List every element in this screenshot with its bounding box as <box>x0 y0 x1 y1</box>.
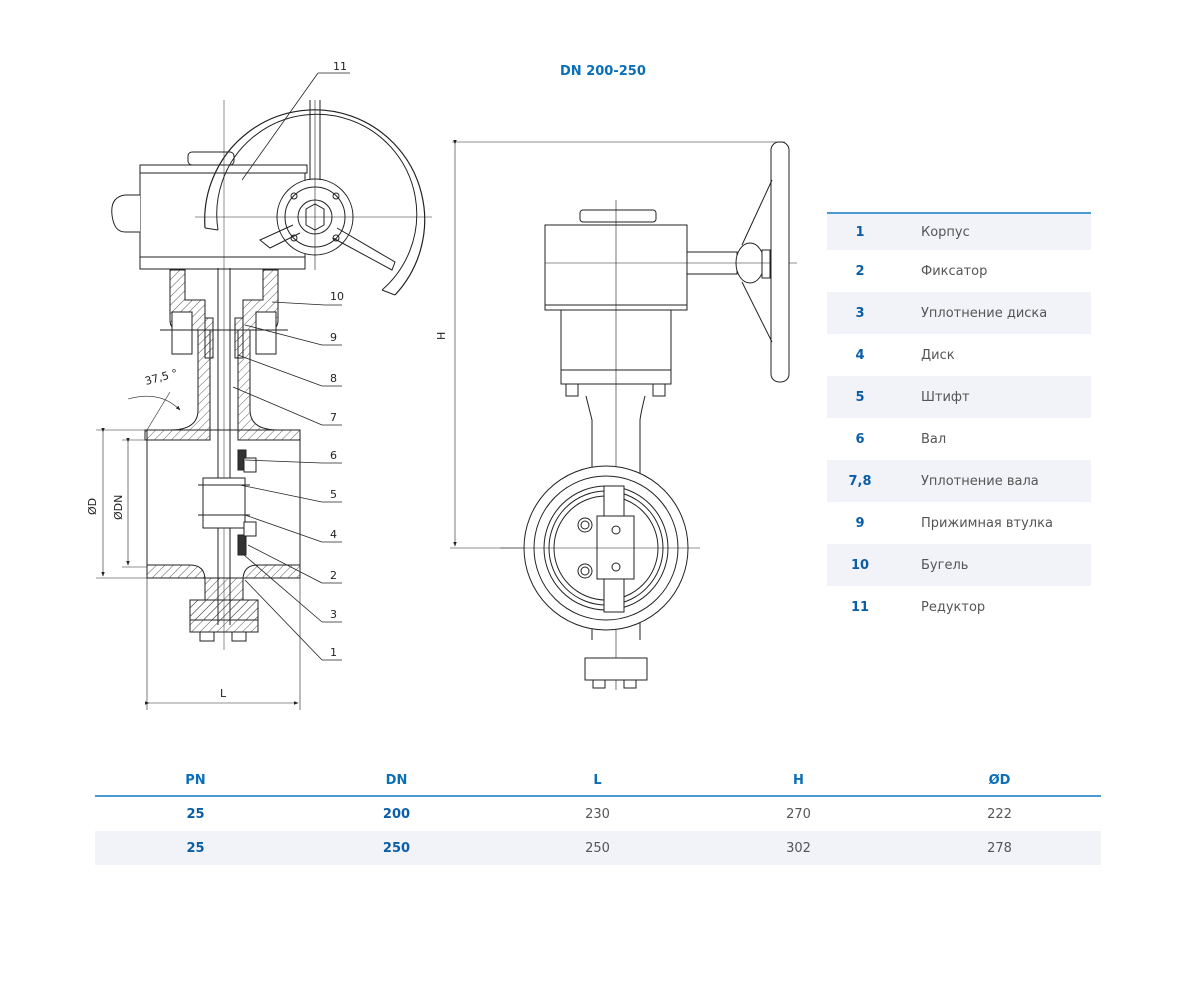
header-dn: DN <box>385 772 408 788</box>
callout-7: 7 <box>330 411 337 424</box>
parts-row: 9 Прижимная втулка <box>827 502 1091 544</box>
callout-10: 10 <box>330 290 344 303</box>
header-pn: PN <box>185 772 206 788</box>
header-od: ØD <box>988 772 1011 788</box>
header-l: L <box>593 772 602 788</box>
part-name: Корпус <box>921 224 970 240</box>
cell-dn: 200 <box>382 806 411 822</box>
callout-1: 1 <box>330 646 337 659</box>
dim-h-label: H <box>435 332 448 340</box>
specs-row: 25 200 230 270 222 <box>95 797 1101 831</box>
callout-8: 8 <box>330 372 337 385</box>
callout-6: 6 <box>330 449 337 462</box>
callout-3: 3 <box>330 608 337 621</box>
angle-label: 37,5 ° <box>143 367 179 388</box>
part-name: Бугель <box>921 557 969 573</box>
drawing-title: DN 200-250 <box>560 64 646 79</box>
header-h: H <box>793 772 804 788</box>
parts-row: 3 Уплотнение диска <box>827 292 1091 334</box>
callout-11: 11 <box>333 60 347 73</box>
part-number: 9 <box>855 515 865 531</box>
callout-2: 2 <box>330 569 337 582</box>
callout-9: 9 <box>330 331 337 344</box>
dim-odn-label: ØDN <box>112 495 125 520</box>
cell-od: 222 <box>987 806 1012 822</box>
part-name: Штифт <box>921 389 970 405</box>
parts-list: 1 Корпус 2 Фиксатор 3 Уплотнение диска 4 Дис… <box>827 212 1091 628</box>
specs-header: PN DN L H ØD <box>95 765 1101 797</box>
part-number: 7,8 <box>848 473 872 489</box>
part-number: 5 <box>855 389 865 405</box>
part-name: Прижимная втулка <box>921 515 1053 531</box>
callout-numbers: 11 10 9 8 7 6 5 4 2 3 1 37,5 ° ØD ØDN L … <box>86 60 448 700</box>
section-view <box>96 72 432 710</box>
part-name: Фиксатор <box>921 263 988 279</box>
part-name: Уплотнение вала <box>921 473 1039 489</box>
cell-pn: 25 <box>186 840 205 856</box>
specs-row: 25 250 250 302 278 <box>95 831 1101 865</box>
cell-od: 278 <box>987 840 1012 856</box>
specs-table: PN DN L H ØD 25 200 230 270 222 25 250 2… <box>95 765 1101 865</box>
part-number: 11 <box>850 599 870 615</box>
part-name: Диск <box>921 347 955 363</box>
cell-h: 302 <box>786 840 811 856</box>
parts-row: 6 Вал <box>827 418 1091 460</box>
callout-leaders <box>232 72 350 661</box>
parts-row: 11 Редуктор <box>827 586 1091 628</box>
part-number: 10 <box>850 557 870 573</box>
dim-od-label: ØD <box>86 498 99 515</box>
cell-l: 230 <box>585 806 610 822</box>
callout-4: 4 <box>330 528 337 541</box>
parts-row: 1 Корпус <box>827 214 1091 250</box>
part-number: 1 <box>855 224 865 240</box>
dim-l-label: L <box>220 687 227 700</box>
parts-row: 4 Диск <box>827 334 1091 376</box>
part-number: 4 <box>855 347 865 363</box>
technical-drawing: 11 10 9 8 7 6 5 4 2 3 1 37,5 ° ØD ØDN L … <box>86 60 797 710</box>
parts-row: 7,8 Уплотнение вала <box>827 460 1091 502</box>
parts-row: 10 Бугель <box>827 544 1091 586</box>
part-number: 2 <box>855 263 865 279</box>
part-number: 6 <box>855 431 865 447</box>
cell-pn: 25 <box>186 806 205 822</box>
cell-h: 270 <box>786 806 811 822</box>
front-view <box>450 139 797 690</box>
part-name: Уплотнение диска <box>921 305 1048 321</box>
parts-row: 5 Штифт <box>827 376 1091 418</box>
part-number: 3 <box>855 305 865 321</box>
part-name: Редуктор <box>921 599 986 615</box>
cell-l: 250 <box>585 840 610 856</box>
parts-row: 2 Фиксатор <box>827 250 1091 292</box>
callout-5: 5 <box>330 488 337 501</box>
cell-dn: 250 <box>382 840 411 856</box>
part-name: Вал <box>921 431 947 447</box>
